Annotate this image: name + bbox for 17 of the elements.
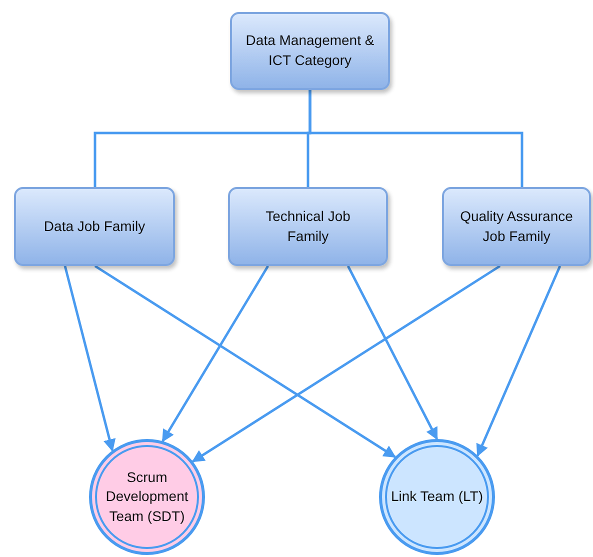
category-box [228, 187, 388, 266]
connector-line [308, 90, 524, 187]
category-box [442, 187, 591, 266]
node-label: Data Management & ICT Category [244, 31, 376, 70]
node-label: Technical Job Family [264, 206, 352, 246]
node-label: Quality Assurance Job Family [459, 206, 574, 246]
node-label: Link Team (LT) [390, 487, 484, 506]
category-box [14, 187, 175, 266]
arrow [346, 265, 438, 440]
node-label: Scrum Development Team (SDT) [106, 468, 188, 526]
arrow [162, 265, 270, 442]
arrow [64, 266, 116, 452]
arrow [476, 266, 562, 457]
arrow [94, 264, 396, 458]
category-box [230, 12, 390, 90]
node-label: Data Job Family [44, 216, 146, 236]
arrow [192, 264, 501, 462]
